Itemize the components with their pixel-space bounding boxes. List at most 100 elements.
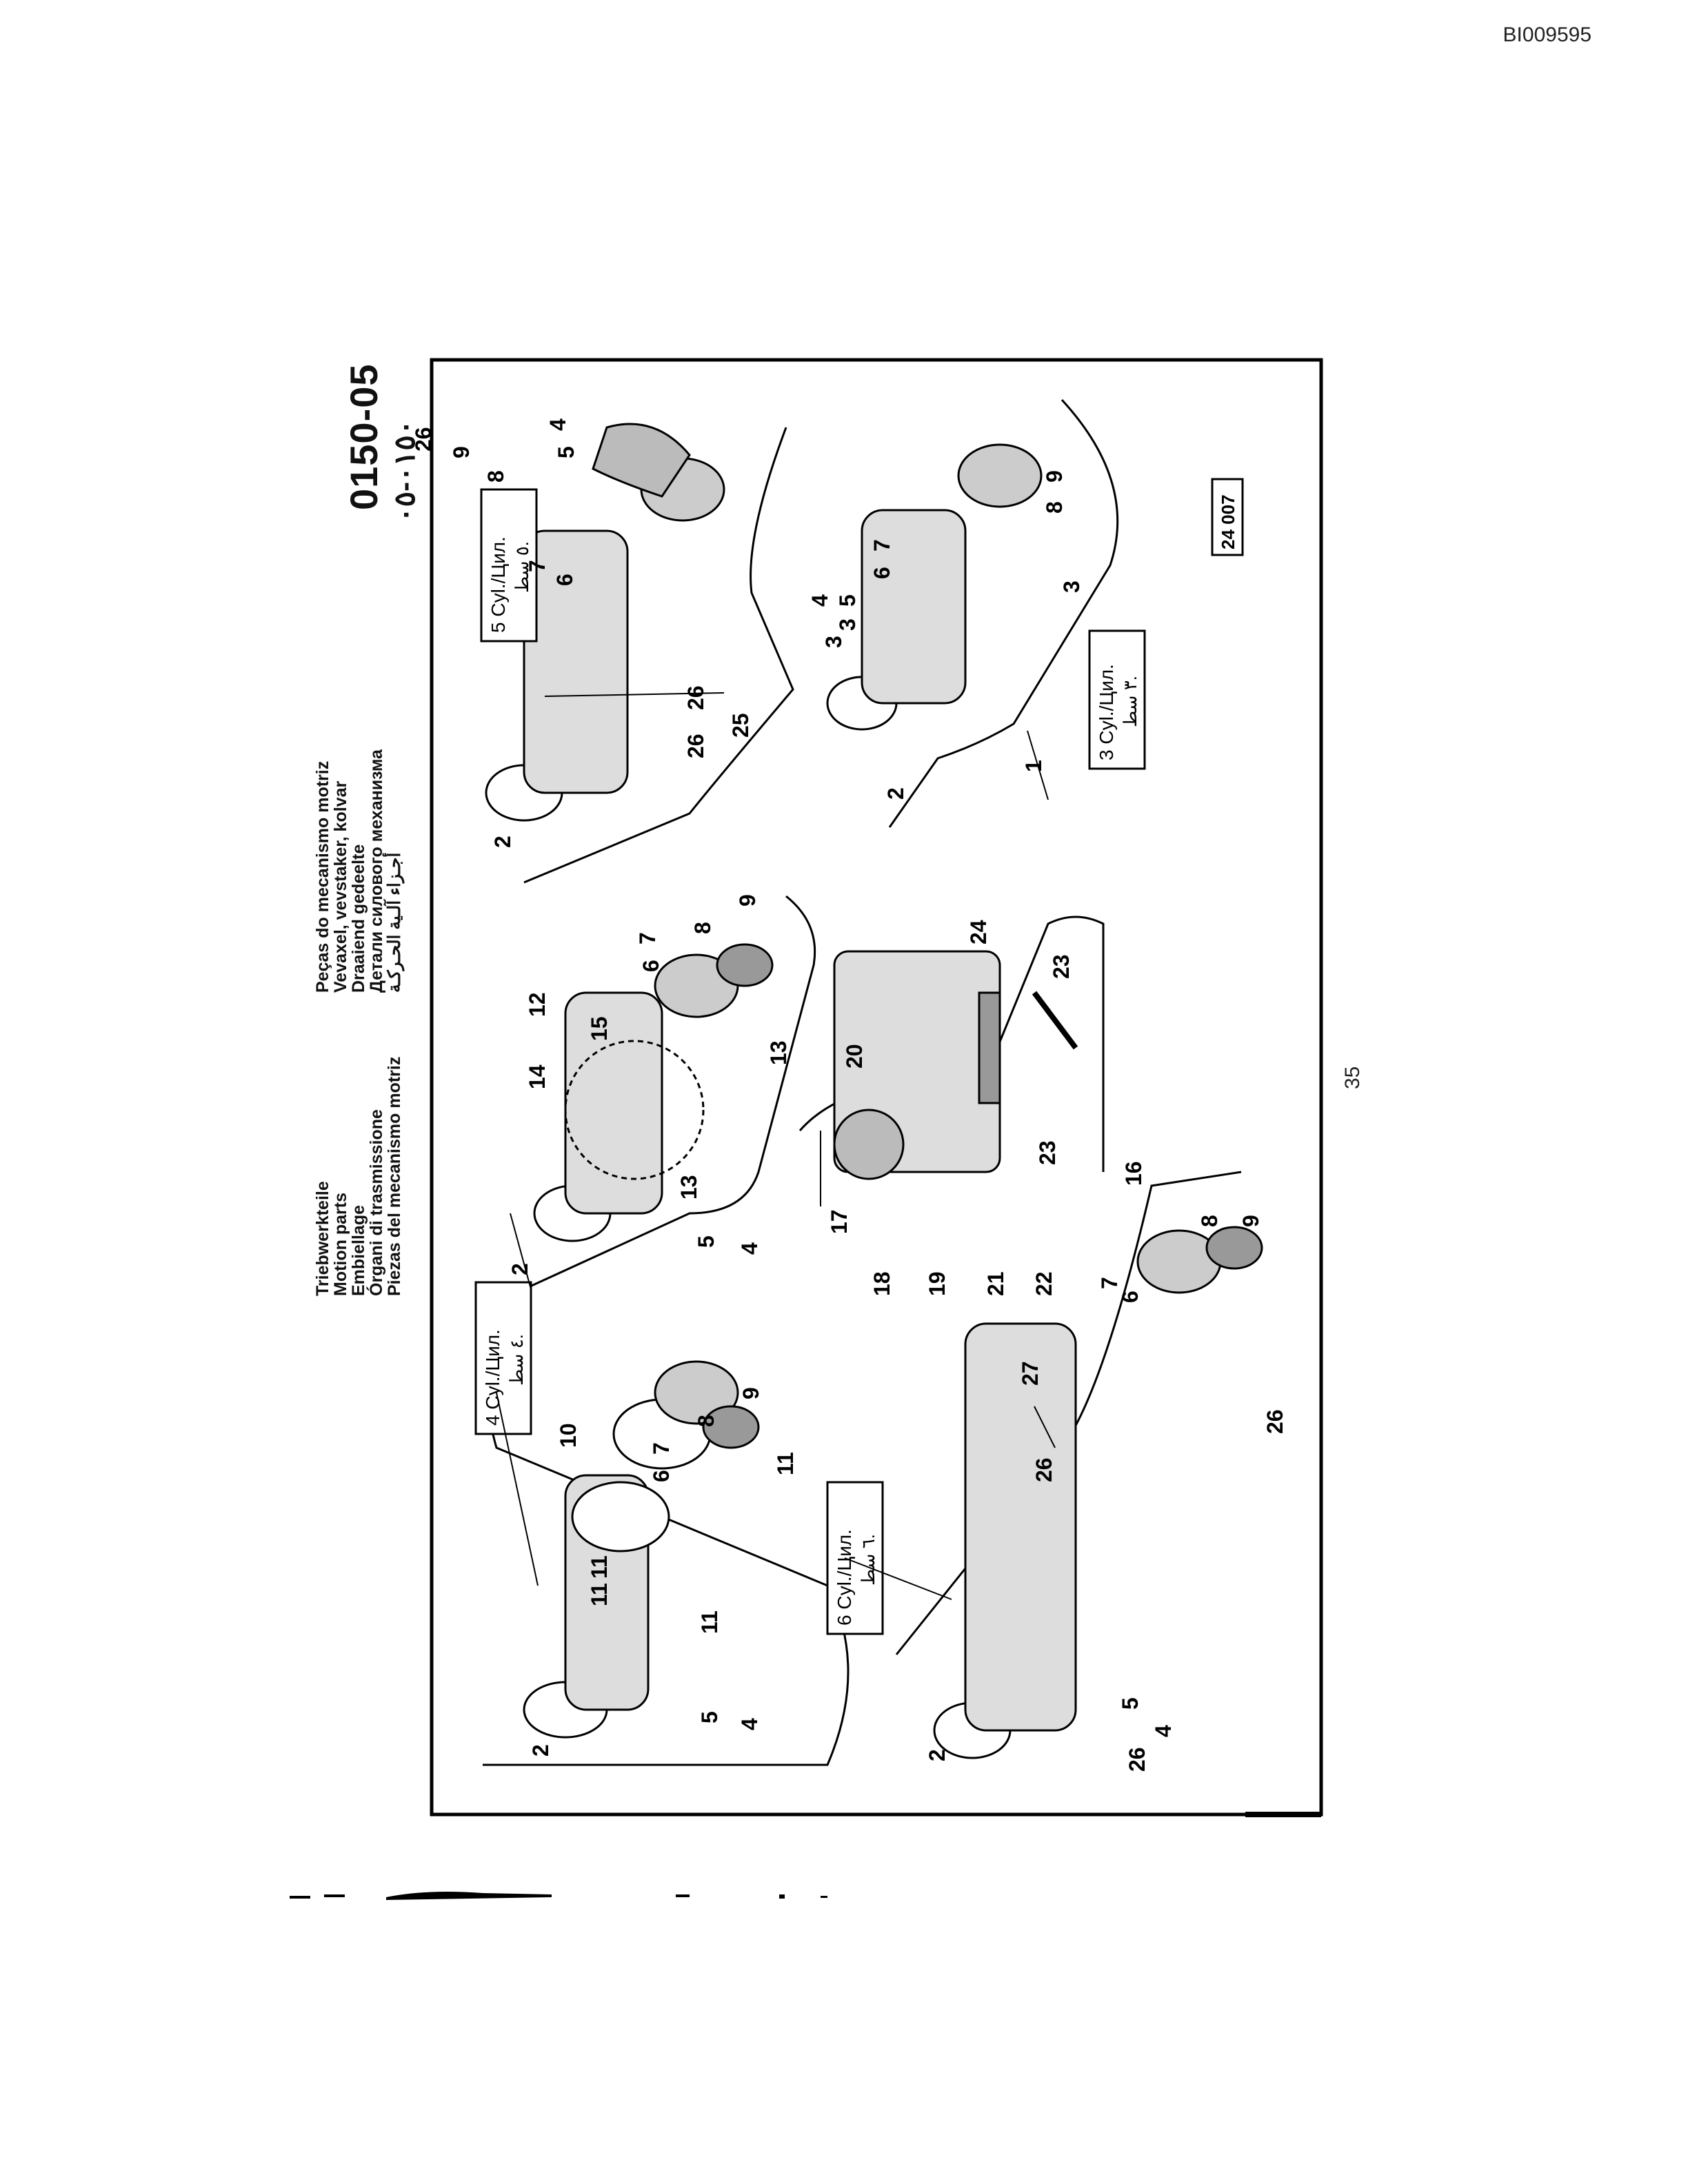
callout-number: 7 bbox=[870, 539, 894, 552]
callout-number: 8 bbox=[1042, 501, 1067, 514]
callout-number: 2 bbox=[528, 1744, 553, 1757]
callout-numbers: 2 4 5 6 7 8 9 10 11 11 11 11 2 4 5 6 7 8… bbox=[411, 418, 1287, 1772]
callout-number: 5 bbox=[694, 1235, 719, 1248]
svg-text:6 Cyl./Цил.: 6 Cyl./Цил. bbox=[834, 1529, 855, 1626]
callout-number: 7 bbox=[1097, 1277, 1122, 1289]
callout-number: 5 bbox=[554, 446, 579, 458]
group-outline-3cyl bbox=[888, 398, 1119, 828]
callout-number: 11 bbox=[587, 1555, 612, 1579]
callout-number: 26 bbox=[683, 685, 708, 710]
callout-number: 4 bbox=[1151, 1725, 1176, 1737]
callout-number: 1 bbox=[1021, 760, 1046, 772]
callout-number: 21 bbox=[983, 1271, 1008, 1296]
group-outline-mid bbox=[523, 895, 816, 1291]
callout-number: 9 bbox=[735, 894, 760, 907]
callout-number: 3 bbox=[835, 618, 860, 631]
callout-number: 11 bbox=[697, 1610, 722, 1634]
callout-number: 26 bbox=[1032, 1457, 1056, 1482]
callout-number: 9 bbox=[1042, 470, 1067, 483]
svg-text:3 Cyl./Цил.: 3 Cyl./Цил. bbox=[1096, 664, 1117, 760]
callout-number: 26 bbox=[1263, 1409, 1287, 1434]
callout-number: 6 bbox=[552, 574, 577, 586]
callout-number: 9 bbox=[449, 446, 474, 458]
callout-number: 12 bbox=[525, 992, 550, 1017]
callout-number: 8 bbox=[483, 470, 508, 483]
callouts-3cyl: 1 2 3 3 3 4 5 6 7 8 9 bbox=[807, 470, 1084, 800]
callout-number: 9 bbox=[1238, 1215, 1263, 1227]
crankshaft-3cyl bbox=[826, 443, 1043, 731]
callout-number: 25 bbox=[728, 713, 753, 738]
callout-number: 23 bbox=[1049, 954, 1074, 979]
callout-number: 19 bbox=[925, 1271, 950, 1296]
callout-number: 26 bbox=[683, 734, 708, 758]
callout-number: 3 bbox=[1059, 580, 1084, 593]
callout-number: 20 bbox=[842, 1044, 867, 1069]
callouts-mid: 2 4 5 6 7 8 9 12 13 13 14 15 bbox=[508, 894, 791, 1275]
callouts-pump: 16 17 18 19 20 21 22 23 23 24 bbox=[827, 920, 1146, 1296]
callout-number: 23 bbox=[1035, 1140, 1060, 1165]
svg-text:٦ سط.: ٦ سط. bbox=[858, 1534, 878, 1586]
callout-number: 6 bbox=[649, 1470, 674, 1482]
callout-number: 6 bbox=[870, 567, 894, 579]
callout-number: 11 bbox=[587, 1583, 612, 1606]
callout-number: 27 bbox=[1018, 1361, 1043, 1386]
callout-number: 2 bbox=[508, 1263, 532, 1275]
variant-box-6cyl: 6 Cyl./Цил. ٦ سط. bbox=[826, 1481, 884, 1635]
svg-text:5 Cyl./Цил.: 5 Cyl./Цил. bbox=[488, 536, 509, 633]
callout-number: 7 bbox=[525, 560, 550, 572]
svg-text:24 007: 24 007 bbox=[1218, 494, 1238, 549]
callout-number: 26 bbox=[411, 427, 436, 452]
callout-number: 2 bbox=[925, 1749, 950, 1761]
callout-number: 3 bbox=[821, 636, 846, 648]
leader-lines bbox=[496, 692, 1056, 1600]
crankshaft-with-gear bbox=[533, 943, 774, 1242]
callout-number: 16 bbox=[1121, 1161, 1146, 1186]
callout-number: 2 bbox=[490, 836, 515, 848]
callouts-6cyl: 2 4 5 6 7 8 9 26 26 26 27 bbox=[925, 1215, 1287, 1772]
callout-number: 5 bbox=[697, 1711, 722, 1723]
callout-number: 6 bbox=[1118, 1291, 1143, 1303]
svg-text:٥ سط.: ٥ سط. bbox=[512, 541, 532, 593]
callout-number: 4 bbox=[545, 418, 570, 431]
callout-number: 4 bbox=[737, 1242, 762, 1255]
callout-number: 8 bbox=[690, 922, 715, 934]
callout-number: 4 bbox=[737, 1718, 762, 1730]
callout-number: 17 bbox=[827, 1209, 852, 1234]
callout-number: 14 bbox=[525, 1064, 550, 1089]
crankshaft-5cyl bbox=[485, 423, 725, 822]
callout-number: 15 bbox=[587, 1016, 612, 1041]
callout-number: 10 bbox=[556, 1423, 581, 1448]
callout-number: 24 bbox=[966, 920, 991, 944]
scan-artifacts bbox=[290, 1892, 827, 1900]
callouts-4cyl: 2 4 5 6 7 8 9 10 11 11 11 11 bbox=[528, 1387, 798, 1757]
svg-text:٤ سط.: ٤ سط. bbox=[506, 1334, 527, 1386]
oil-pump-assembly bbox=[833, 950, 1078, 1180]
variant-box-4cyl: 4 Cyl./Цил. ٤ سط. bbox=[474, 1281, 532, 1435]
callout-number: 2 bbox=[883, 787, 908, 800]
callout-number: 8 bbox=[1197, 1215, 1222, 1227]
svg-text:٣ سط.: ٣ سط. bbox=[1120, 676, 1141, 727]
callout-number: 5 bbox=[835, 594, 860, 607]
callout-number: 9 bbox=[738, 1387, 763, 1399]
variant-box-3cyl: 3 Cyl./Цил. ٣ سط. bbox=[1088, 629, 1146, 770]
callout-number: 22 bbox=[1032, 1271, 1056, 1296]
callout-number: 13 bbox=[766, 1040, 791, 1065]
variant-box-5cyl: 5 Cyl./Цил. ٥ سط. bbox=[480, 488, 538, 643]
callout-number: 26 bbox=[1125, 1747, 1149, 1772]
callout-number: 11 bbox=[773, 1452, 798, 1475]
callout-number: 7 bbox=[635, 932, 660, 944]
callout-number: 18 bbox=[870, 1271, 894, 1296]
callout-number: 5 bbox=[1118, 1697, 1143, 1710]
crankshaft-6cyl bbox=[933, 1226, 1263, 1759]
callout-number: 13 bbox=[676, 1175, 701, 1200]
callout-number: 8 bbox=[694, 1415, 719, 1427]
figure-reference-box: 24 007 bbox=[1211, 478, 1244, 556]
callouts-5cyl: 2 4 5 6 7 8 9 25 26 26 26 bbox=[411, 418, 753, 848]
diagram-frame bbox=[430, 358, 1323, 1817]
callout-number: 6 bbox=[639, 960, 663, 972]
callout-number: 4 bbox=[807, 594, 832, 607]
callout-number: 7 bbox=[649, 1442, 674, 1455]
document-id: BI009595 bbox=[1503, 23, 1591, 46]
